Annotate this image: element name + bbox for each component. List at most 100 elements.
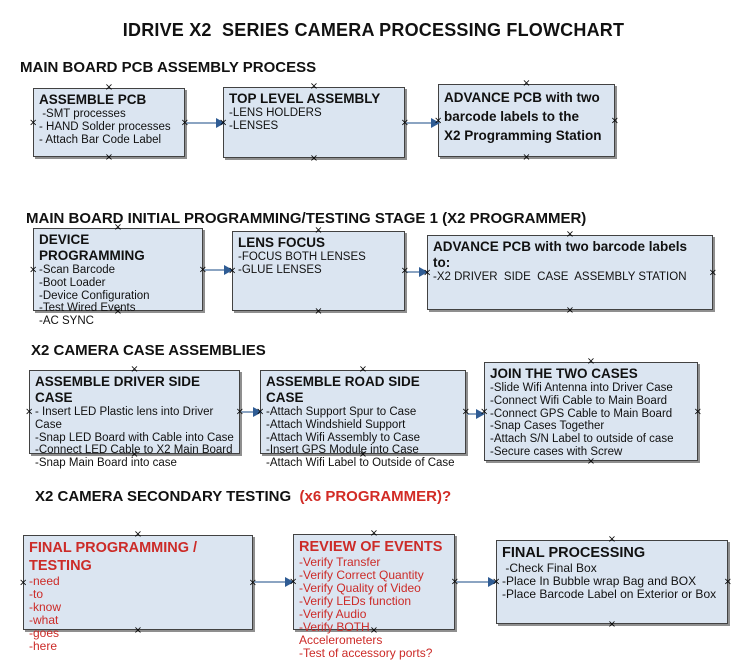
flow-box-assemble-road-side-case: ×××× ASSEMBLE ROAD SIDE CASE -Attach Sup… — [256, 365, 470, 470]
box-item-text: -Secure cases with Screw — [490, 445, 623, 458]
box-items: -Slide Wifi Antenna into Driver Case-Con… — [490, 382, 693, 459]
box-title: JOIN THE TWO CASES — [490, 366, 638, 381]
connector-handle-icon: × — [219, 117, 228, 128]
box-title: LENS FOCUS — [238, 235, 326, 250]
box-item-text: -Scan Barcode — [39, 264, 116, 276]
section-heading-suffix: (x6 PROGRAMMER)? — [295, 488, 452, 505]
box-item-text: -Boot Loader — [39, 276, 106, 289]
box-title: ADVANCE PCB with two barcode labels to t… — [444, 90, 602, 143]
arrow-head-icon — [253, 407, 262, 417]
connector-handle-icon: × — [198, 264, 207, 275]
section-heading-text: X2 CAMERA SECONDARY TESTING — [35, 488, 296, 505]
connector-handle-icon: × — [358, 449, 368, 460]
connector-handle-icon: × — [693, 406, 702, 417]
box-item-text: -AC SYNC — [39, 315, 94, 328]
flow-arrow — [241, 407, 262, 417]
flow-box-review-of-events: ×××× REVIEW OF EVENTS -Verify Transfer-V… — [289, 529, 459, 660]
flow-box-advance-pcb-programming-station: ×××× ADVANCE PCB with two barcode labels… — [434, 79, 619, 163]
connector-handle-icon: × — [29, 264, 38, 275]
box-item-text: -Attach Windshield Support — [266, 418, 406, 431]
box-item-text: -Slide Wifi Antenna into Driver Case — [490, 382, 673, 394]
connector-handle-icon: × — [130, 449, 139, 460]
flow-arrow — [456, 577, 497, 587]
flow-arrow — [254, 577, 294, 587]
box-item-text: - HAND Solder processes — [39, 120, 171, 133]
connector-handle-icon: × — [256, 406, 265, 418]
box-title: REVIEW OF EVENTS — [299, 539, 443, 555]
section-heading-text: MAIN BOARD INITIAL PROGRAMMING/TESTING S… — [26, 210, 587, 227]
box-item-text: -here — [29, 639, 58, 653]
connector-handle-icon: × — [248, 577, 257, 588]
page-title: IDRIVE X2 SERIES CAMERA PROCESSING FLOWC… — [122, 20, 625, 40]
connector-handle-icon: × — [610, 115, 619, 126]
flow-arrow — [186, 118, 225, 128]
connector-handle-icon: × — [565, 229, 575, 240]
box-item-text: -LENSES — [229, 119, 279, 132]
box-item-text: -to — [29, 587, 44, 601]
section-heading-initial-programming: MAIN BOARD INITIAL PROGRAMMING/TESTING S… — [26, 210, 586, 227]
box-items: - Insert LED Plastic lens into Driver Ca… — [35, 406, 235, 470]
connector-handle-icon: × — [289, 576, 298, 588]
flow-box-assemble-pcb: ×××× ASSEMBLE PCB -SMT processes- HAND S… — [29, 83, 189, 163]
flow-box-lens-focus: ×××× LENS FOCUS -FOCUS BOTH LENSES-GLUE … — [228, 226, 409, 317]
flow-box-top-level-assembly: ×××× TOP LEVEL ASSEMBLY -LENS HOLDERS-LE… — [219, 82, 409, 164]
connector-handle-icon: × — [480, 406, 489, 417]
section-heading-text: MAIN BOARD PCB ASSEMBLY PROCESS — [20, 59, 317, 76]
box-item-text: -Attach Wifi Label to Outside of Case — [266, 457, 455, 470]
connector-handle-icon: × — [708, 267, 717, 278]
box-item-text: -FOCUS BOTH LENSES — [238, 251, 366, 263]
box-item-text: -Connect LED Cable to X2 Main Board — [35, 444, 233, 457]
connector-handle-icon: × — [133, 529, 143, 540]
box-items: -Attach Support Spur to Case-Attach Wind… — [266, 406, 461, 470]
flow-box-device-programming: ×××× DEVICE PROGRAMMING -Scan Barcode-Bo… — [29, 223, 207, 328]
box-item-text: - Attach Bar Code Label — [39, 133, 162, 146]
connector-handle-icon: × — [369, 625, 379, 636]
connector-handle-icon: × — [309, 81, 319, 92]
box-item-text: -LENS HOLDERS — [229, 107, 322, 119]
flow-arrow — [204, 265, 233, 275]
arrow-head-icon — [224, 265, 233, 275]
box-item-text: -Connect GPS Cable to Main Board — [490, 407, 673, 420]
connector-handle-icon: × — [314, 225, 323, 236]
connector-handle-icon: × — [400, 265, 409, 277]
box-item-text: -Attach Support Spur to Case — [266, 406, 417, 418]
connector-handle-icon: × — [607, 619, 617, 630]
box-items: -Check Final Box-Place In Bubble wrap Ba… — [502, 562, 723, 601]
connector-handle-icon: × — [104, 82, 114, 93]
box-items: -Scan Barcode-Boot Loader-Device Configu… — [39, 264, 198, 328]
box-item-text: -GLUE LENSES — [238, 263, 322, 276]
box-items: -SMT processes- HAND Solder processes- A… — [39, 108, 180, 146]
box-item-text: -Place In Bubble wrap Bag and BOX — [502, 574, 697, 588]
box-item-text: -Connect Wifi Cable to Main Board — [490, 394, 668, 407]
arrow-head-icon — [431, 118, 440, 128]
box-title: ASSEMBLE DRIVER SIDE CASE — [35, 374, 201, 405]
box-item-text: -X2 DRIVER SIDE CASE ASSEMBLY STATION — [433, 271, 687, 283]
connector-handle-icon: × — [461, 406, 470, 418]
flow-box-assemble-driver-side-case: ×××× ASSEMBLE DRIVER SIDE CASE - Insert … — [25, 365, 244, 470]
arrow-head-icon — [285, 577, 294, 587]
connector-handle-icon: × — [723, 576, 732, 588]
connector-handle-icon: × — [113, 306, 123, 317]
box-item-text: -know — [29, 600, 62, 614]
box-item-text: -Verify Audio — [299, 607, 367, 621]
connector-handle-icon: × — [19, 577, 28, 588]
box-item-text: -Attach Wifi Assembly to Case — [266, 431, 421, 444]
box-item-text: -Verify BOTH Accelerometers — [299, 620, 383, 647]
box-item-text: -what — [29, 613, 59, 627]
connector-handle-icon: × — [25, 406, 34, 418]
flow-arrow — [406, 267, 428, 277]
box-title: FINAL PROGRAMMING / TESTING — [29, 540, 198, 574]
box-title: DEVICE PROGRAMMING — [39, 232, 145, 263]
section-heading-text: X2 CAMERA CASE ASSEMBLIES — [31, 342, 266, 359]
connector-handle-icon: × — [565, 305, 575, 316]
box-items: -Verify Transfer-Verify Correct Quantity… — [299, 556, 450, 660]
box-item-text: -SMT processes — [39, 108, 126, 120]
box-title: ADVANCE PCB with two barcode labels to: — [433, 239, 688, 270]
box-items: -need-to-know-what-goes-here — [29, 575, 248, 653]
connector-handle-icon: × — [450, 576, 459, 588]
box-item-text: -Test Wired Events — [39, 302, 136, 315]
flow-box-final-programming-testing: ×××× FINAL PROGRAMMING / TESTING -need-t… — [19, 530, 257, 653]
box-title: ASSEMBLE ROAD SIDE CASE — [266, 374, 420, 405]
connector-handle-icon: × — [400, 117, 409, 128]
box-item-text: -Test of accessory ports? — [299, 646, 433, 660]
